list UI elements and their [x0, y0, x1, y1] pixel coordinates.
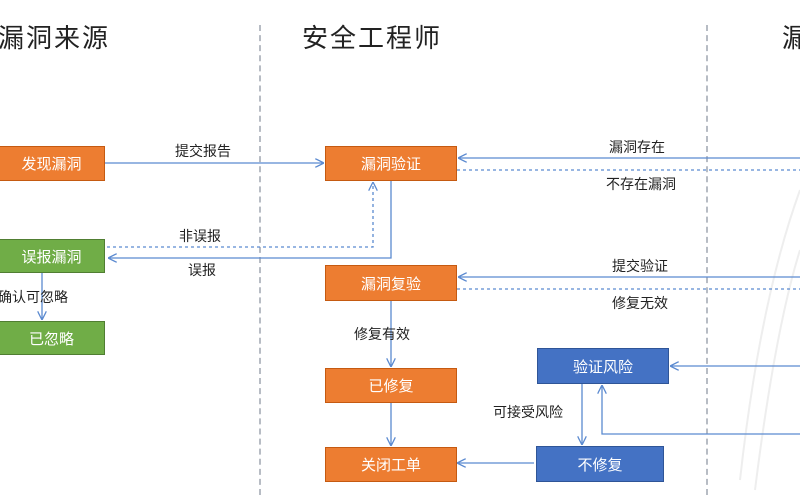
- arrow-false-positive: [109, 181, 392, 258]
- node-not-fix-label: 不修复: [577, 455, 623, 474]
- node-vuln-recheck: 漏洞复验: [325, 265, 457, 301]
- node-ignored-label: 已忽略: [28, 329, 74, 348]
- node-fixed: 已修复: [325, 368, 457, 403]
- lane-title-engineer: 安全工程师: [302, 24, 443, 54]
- arrow-not-false: [107, 183, 373, 248]
- lane-title-source: 漏洞来源: [0, 24, 111, 54]
- label-false-positive: 误报: [188, 263, 216, 279]
- node-vuln-verify-label: 漏洞验证: [360, 155, 421, 173]
- lane-title-third: 漏: [782, 24, 800, 54]
- node-false-report-label: 误报漏洞: [21, 247, 82, 266]
- node-vuln-recheck-label: 漏洞复验: [360, 274, 421, 293]
- label-submit-report: 提交报告: [175, 144, 231, 160]
- label-not-false: 非误报: [179, 229, 221, 245]
- node-not-fix: 不修复: [536, 446, 664, 482]
- node-false-report: 误报漏洞: [0, 239, 105, 273]
- node-close-ticket-label: 关闭工单: [360, 456, 421, 474]
- label-confirm-ignore: 确认可忽略: [0, 290, 68, 306]
- node-discover-vuln: 发现漏洞: [0, 146, 105, 181]
- node-verify-risk: 验证风险: [537, 348, 669, 384]
- label-no-vuln: 不存在漏洞: [606, 177, 676, 193]
- lane-divider: [706, 25, 708, 495]
- label-vuln-exists: 漏洞存在: [609, 140, 665, 156]
- node-discover-vuln-label: 发现漏洞: [21, 155, 82, 173]
- label-accept-risk: 可接受风险: [493, 405, 563, 421]
- node-vuln-verify: 漏洞验证: [325, 146, 457, 181]
- label-fix-invalid: 修复无效: [612, 296, 668, 312]
- label-submit-verify: 提交验证: [612, 259, 668, 275]
- node-fixed-label: 已修复: [368, 377, 414, 395]
- node-verify-risk-label: 验证风险: [572, 357, 633, 376]
- label-fix-valid: 修复有效: [354, 327, 410, 343]
- node-close-ticket: 关闭工单: [325, 447, 457, 482]
- node-ignored: 已忽略: [0, 321, 105, 355]
- lane-divider: [259, 25, 261, 495]
- arrow-risk-loop: [602, 386, 800, 435]
